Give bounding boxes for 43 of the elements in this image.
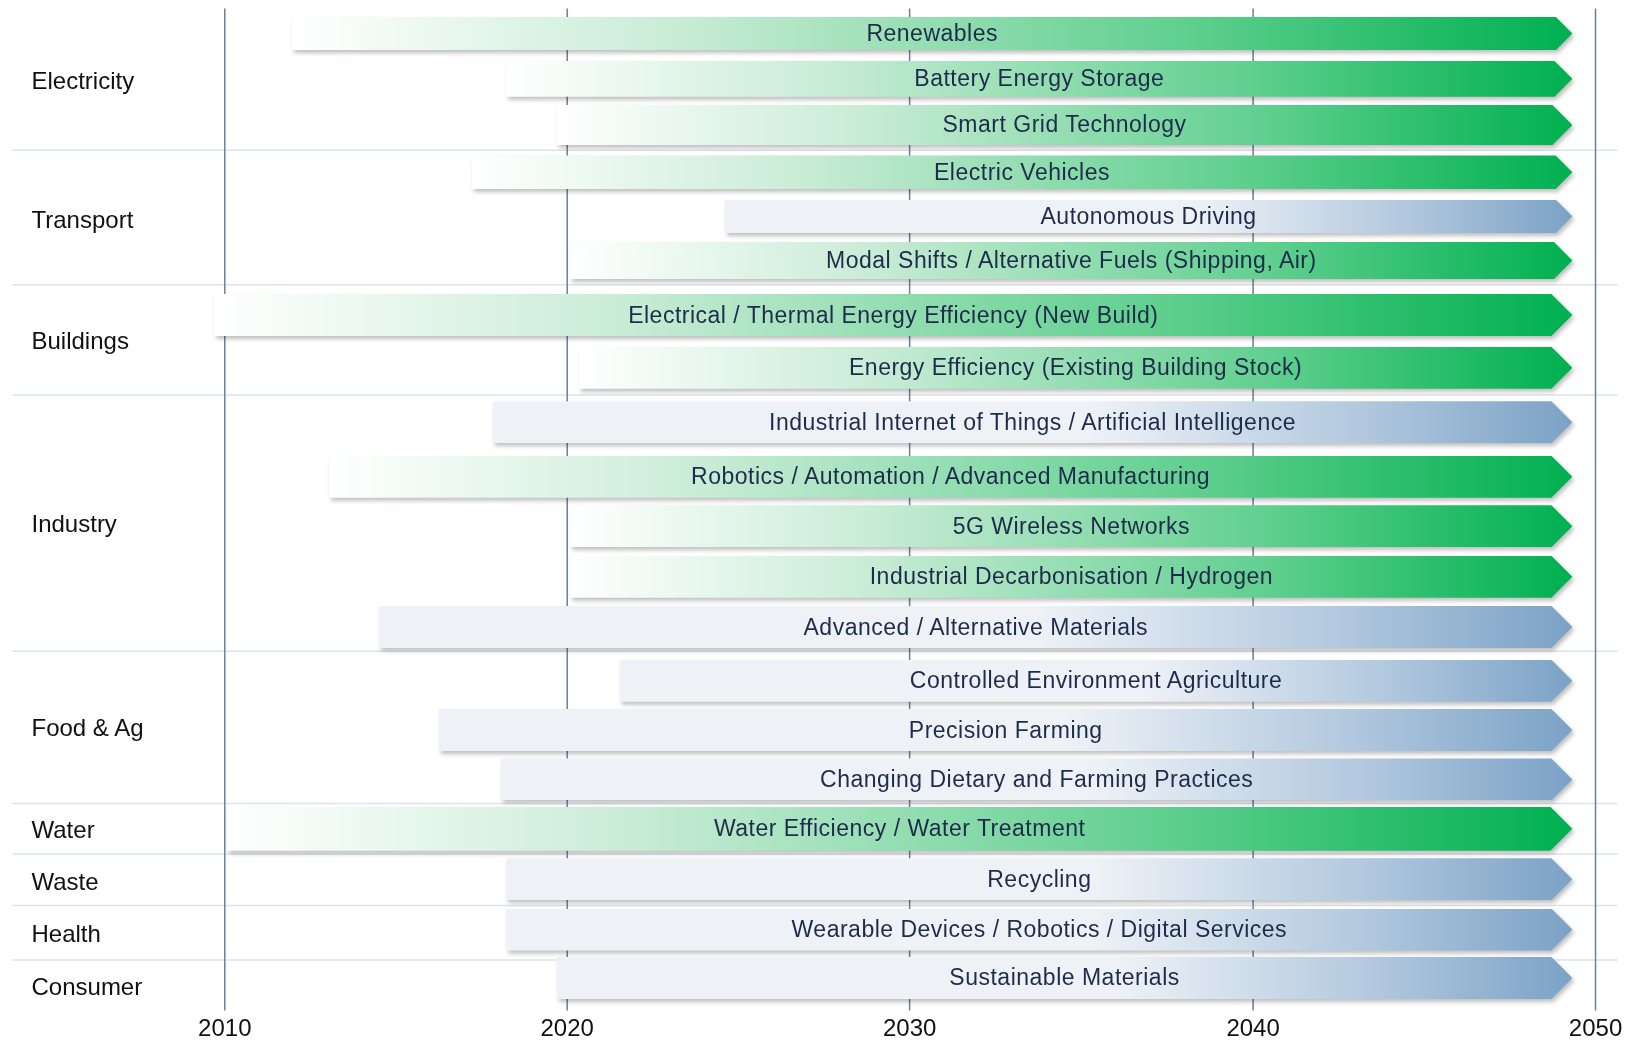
timeline-arrow-bar — [501, 758, 1573, 801]
axis-tick-label: 2030 — [882, 1015, 937, 1040]
axis-tick-label: 2020 — [540, 1015, 594, 1040]
bar-label: Advanced / Alternative Materials — [803, 615, 1149, 639]
sector-label: Food & Ag — [31, 715, 144, 740]
bar-label: Modal Shifts / Alternative Fuels (Shipping, Air) — [826, 249, 1317, 272]
bar-label: Industrial Decarbonisation / Hydrogen — [869, 565, 1274, 589]
bar-label: Controlled Environment Agriculture — [909, 669, 1283, 693]
timeline-arrow-bar — [439, 709, 1573, 751]
sector-label: Transport — [31, 207, 134, 232]
bar-label: Changing Dietary and Farming Practices — [820, 767, 1254, 791]
sector-label: Health — [31, 921, 101, 946]
timeline-arrow-bar — [724, 199, 1573, 234]
bar-label: Renewables — [866, 22, 998, 46]
timeline-arrow-bar — [379, 606, 1573, 649]
bar-label: Water Efficiency / Water Treatment — [713, 817, 1086, 841]
bar-label: Energy Efficiency (Existing Building Stock) — [849, 356, 1303, 380]
bar-label: Wearable Devices / Robotics / Digital Services — [791, 918, 1288, 942]
bar-label: Industrial Internet of Things / Artificial Intelligence — [769, 410, 1296, 434]
bar-label: Electrical / Thermal Energy Efficiency (New Build) — [628, 303, 1159, 327]
axis-tick-label: 2010 — [198, 1015, 252, 1040]
timeline-arrow-bar — [492, 401, 1573, 444]
bar-label: Battery Energy Storage — [914, 67, 1165, 91]
axis-tick-label: 2050 — [1568, 1015, 1623, 1040]
timeline-arrow-bar — [506, 908, 1573, 951]
bar-label: Electric Vehicles — [934, 160, 1110, 184]
bar-label: Smart Grid Technology — [942, 113, 1187, 137]
bar-label: 5G Wireless Networks — [952, 514, 1191, 538]
timeline-arrow-bar — [619, 659, 1573, 702]
bar-label: Recycling — [987, 867, 1092, 891]
sector-label: Water — [31, 817, 95, 842]
bar-label: Robotics / Automation / Advanced Manufacturing — [691, 465, 1211, 489]
sector-label: Waste — [31, 870, 99, 895]
timeline-arrow-bar — [506, 858, 1573, 901]
sector-label: Buildings — [31, 329, 129, 354]
sector-label: Electricity — [31, 68, 135, 93]
timeline-arrow-bar — [556, 956, 1573, 999]
bar-label: Precision Farming — [908, 718, 1103, 742]
bar-label: Sustainable Materials — [949, 966, 1180, 990]
bar-label: Autonomous Driving — [1040, 204, 1257, 228]
sector-label: Consumer — [31, 975, 143, 1000]
axis-tick-label: 2040 — [1226, 1015, 1280, 1040]
sector-label: Industry — [31, 512, 117, 537]
